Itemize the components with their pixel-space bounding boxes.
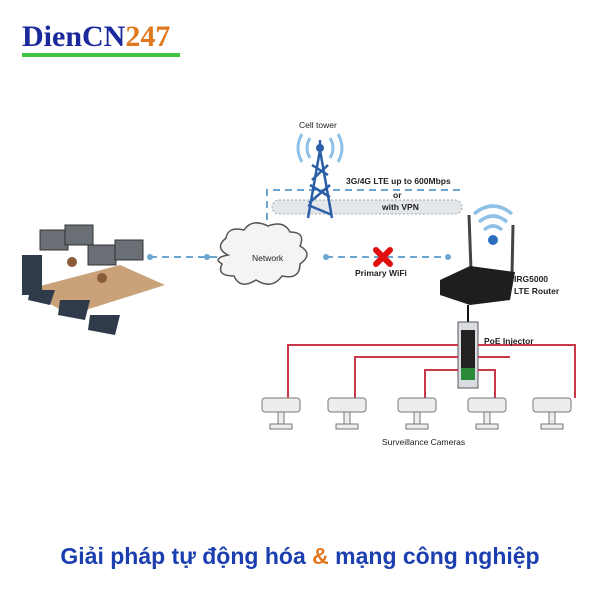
vpn-label: with VPN xyxy=(382,202,419,212)
link-dots xyxy=(147,254,451,260)
camera-icon xyxy=(261,397,301,430)
logo-number: 247 xyxy=(125,20,171,53)
cameras-label: Surveillance Cameras xyxy=(382,437,466,447)
cell-tower-label: Cell tower xyxy=(299,120,337,130)
camera-icon xyxy=(327,397,367,430)
camera-icon xyxy=(532,397,572,430)
poe-cables xyxy=(287,344,576,398)
network-label: Network xyxy=(252,253,284,263)
slogan-part2: mạng công nghiệp xyxy=(328,543,540,569)
logo-main: DienCN xyxy=(22,20,126,53)
control-room-icon xyxy=(22,224,165,335)
primary-wifi-label: Primary WiFi xyxy=(355,268,407,278)
slogan-ampersand: & xyxy=(312,543,329,569)
router-type-label: LTE Router xyxy=(514,286,560,296)
lte-router-icon xyxy=(440,204,515,322)
lte-or-label: or xyxy=(393,190,402,200)
surveillance-cameras xyxy=(261,397,572,430)
network-cloud-icon xyxy=(217,222,308,285)
vpn-tunnel xyxy=(271,199,463,215)
slogan-part1: Giải pháp tự động hóa xyxy=(60,543,313,569)
failed-link-icon xyxy=(373,247,393,267)
cell-tower-icon xyxy=(296,133,344,219)
router-model-label: IRG5000 xyxy=(514,274,549,284)
footer-slogan: Giải pháp tự động hóa & mạng công nghiệp xyxy=(0,543,600,570)
camera-icon xyxy=(397,397,437,430)
poe-injector-icon xyxy=(457,321,479,389)
poe-label: PoE Injector xyxy=(484,336,534,346)
lte-label: 3G/4G LTE up to 600Mbps xyxy=(346,176,451,186)
camera-icon xyxy=(467,397,507,430)
logo-underline xyxy=(22,53,180,57)
